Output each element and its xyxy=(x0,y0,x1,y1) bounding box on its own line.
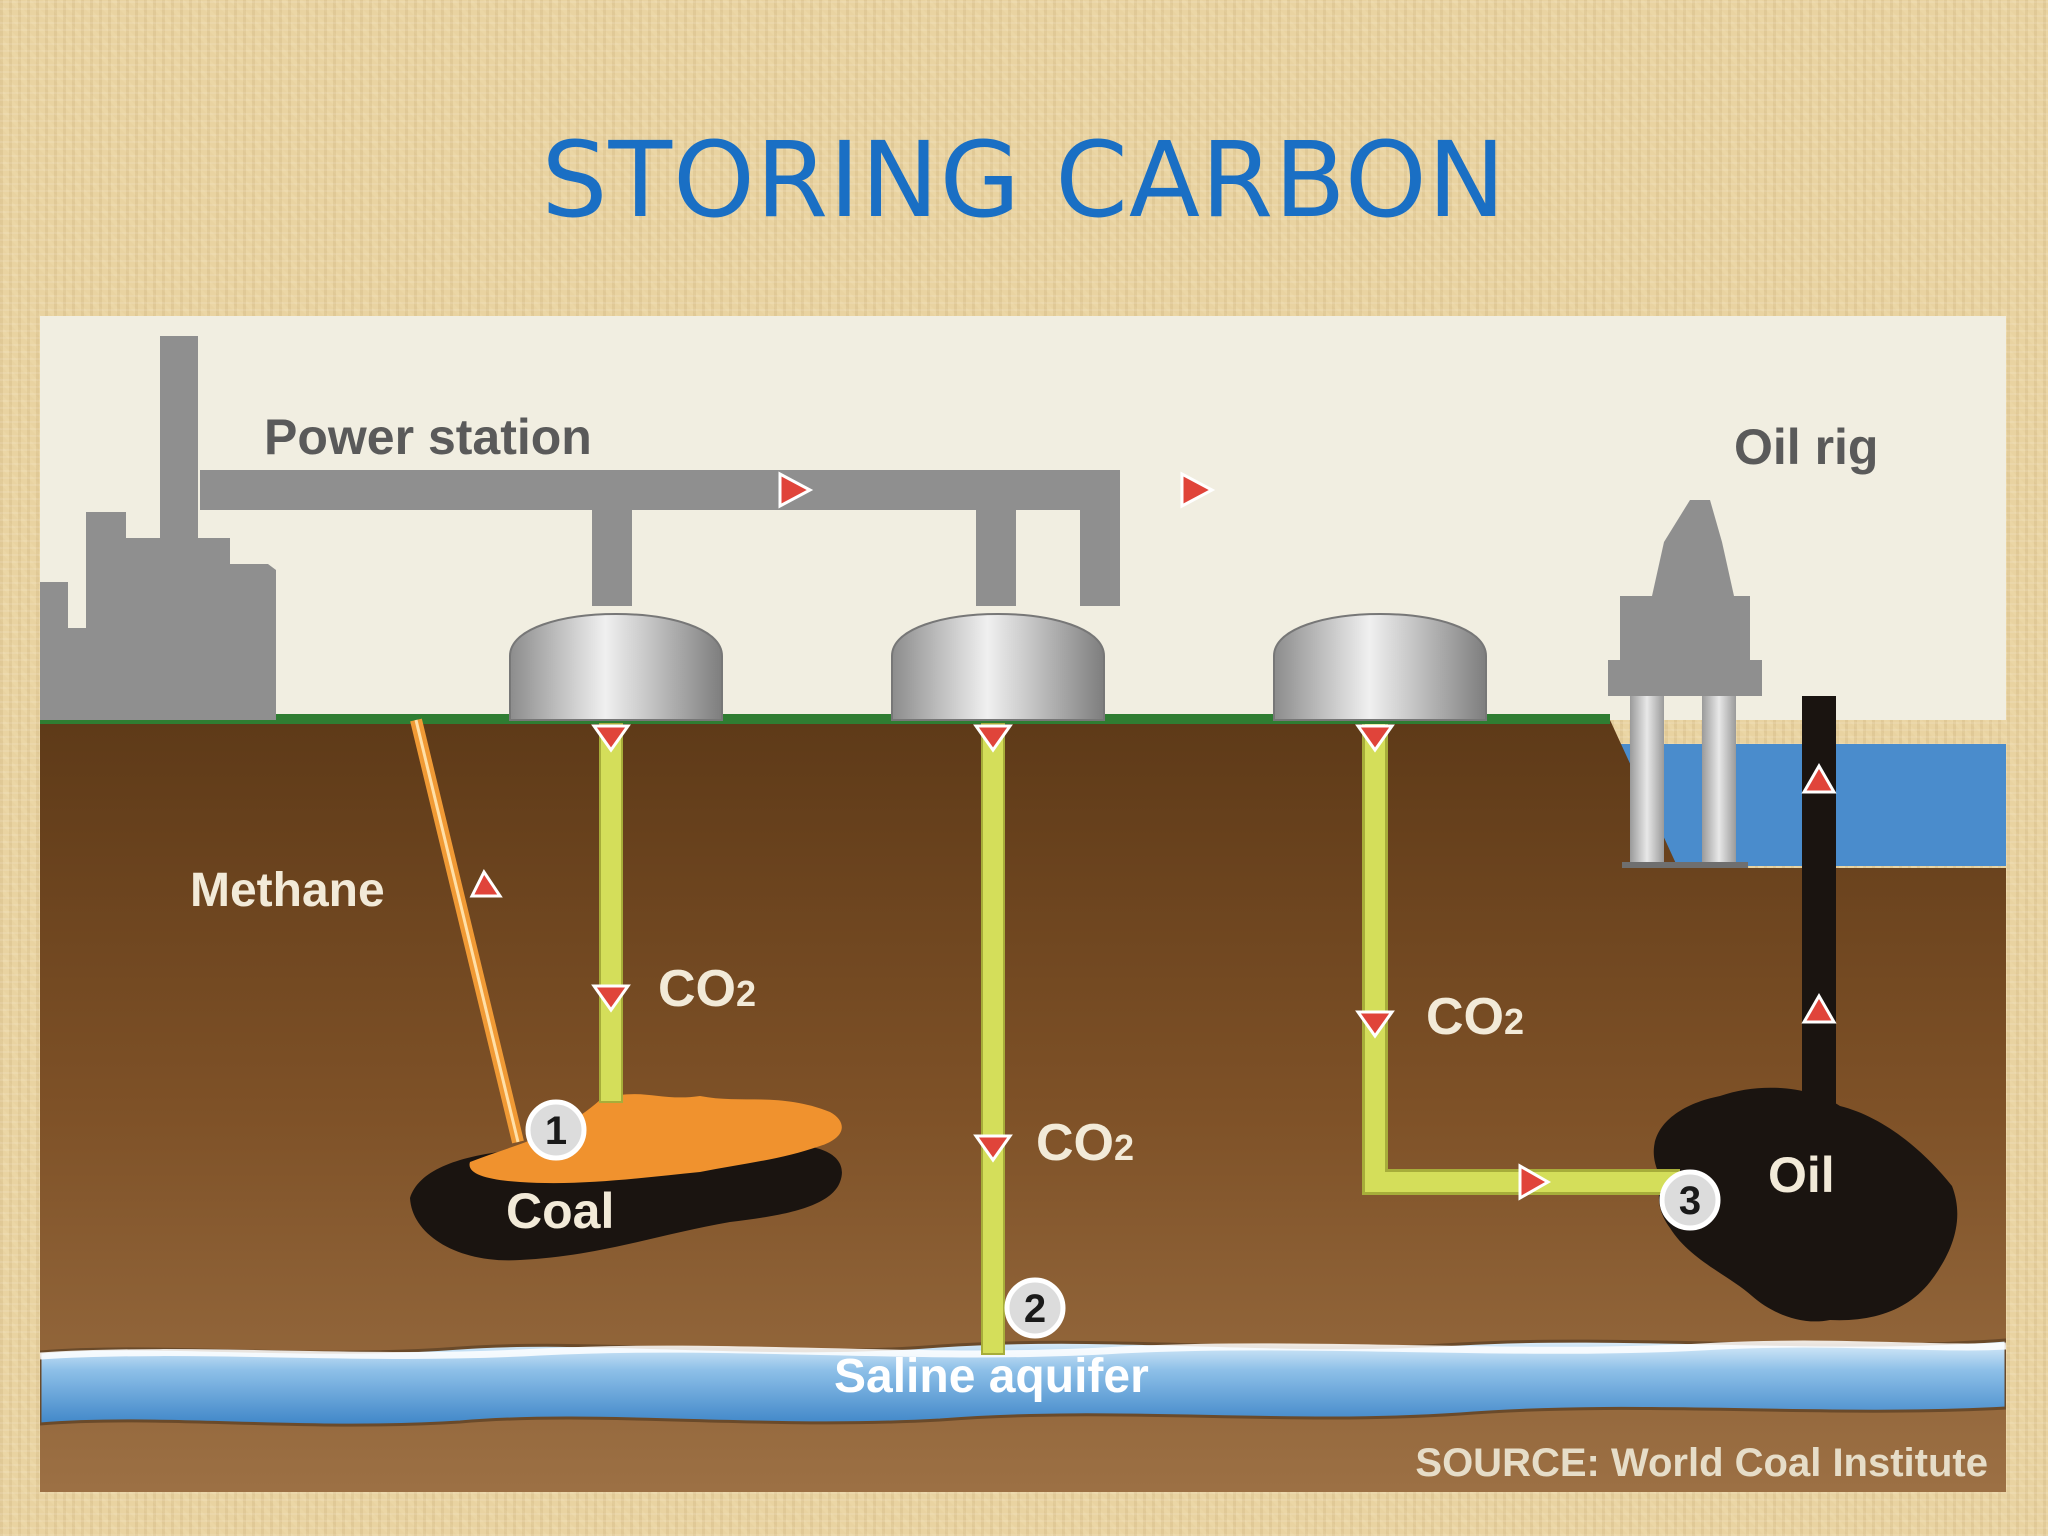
co2-label-2-text: CO xyxy=(1036,1114,1114,1172)
slide-title: STORING CARBON xyxy=(541,119,1507,241)
marker-3: 3 xyxy=(1659,1169,1721,1231)
marker-1: 1 xyxy=(525,1099,587,1161)
flow-arrow-right xyxy=(778,471,814,509)
flow-arrow-down xyxy=(973,724,1013,753)
source-label: SOURCE: World Coal Institute xyxy=(1415,1441,1988,1485)
co2-pipe-1 xyxy=(599,723,623,1103)
flow-arrow-down xyxy=(973,1134,1013,1163)
saline-aquifer-label: Saline aquifer xyxy=(834,1350,1149,1403)
power-station xyxy=(40,336,1120,720)
oil-reservoir xyxy=(1653,1087,1958,1322)
storage-tank-3 xyxy=(1273,613,1487,721)
co2-label-3-subscript: 2 xyxy=(1504,1001,1524,1042)
coal-label: Coal xyxy=(506,1183,614,1239)
power-station-label: Power station xyxy=(264,409,592,465)
co2-label-1-text: CO xyxy=(658,960,736,1018)
carbon-storage-diagram: 1 2 3 Power station Oil rig Methane CO2 … xyxy=(40,316,2006,1492)
co2-pipe-3-fill xyxy=(1365,724,1680,1192)
methane-label: Methane xyxy=(190,864,385,917)
marker-2: 2 xyxy=(1004,1277,1066,1339)
marker-1-number: 1 xyxy=(545,1109,567,1153)
flow-arrow-right xyxy=(1180,471,1216,509)
marker-3-number: 3 xyxy=(1679,1179,1701,1223)
grass-line xyxy=(40,714,1610,724)
oil-label: Oil xyxy=(1768,1147,1835,1203)
oil-rig xyxy=(1608,500,1762,868)
flow-arrow-right xyxy=(1518,1163,1552,1201)
co2-label-3-text: CO xyxy=(1426,988,1504,1046)
flow-arrow-up xyxy=(469,869,503,898)
flow-arrow-down xyxy=(1355,724,1395,753)
co2-label-2-subscript: 2 xyxy=(1114,1127,1134,1168)
flow-arrow-down xyxy=(1355,1010,1395,1039)
co2-label-1-subscript: 2 xyxy=(736,973,756,1014)
co2-label-1: CO2 xyxy=(658,960,756,1018)
co2-pipe-2 xyxy=(981,723,1005,1355)
flow-arrow-down xyxy=(591,724,631,753)
co2-label-2: CO2 xyxy=(1036,1114,1134,1172)
storage-tank-1 xyxy=(509,613,723,721)
storage-tank-2 xyxy=(891,613,1105,721)
coal-methane-zone xyxy=(469,1094,842,1184)
co2-label-3: CO2 xyxy=(1426,988,1524,1046)
flow-arrow-down xyxy=(591,984,631,1013)
marker-2-number: 2 xyxy=(1024,1287,1046,1331)
ground xyxy=(40,720,2006,1492)
oil-pipe xyxy=(1802,696,1836,1126)
flow-arrow-up xyxy=(1801,762,1837,794)
flow-arrow-up xyxy=(1801,992,1837,1024)
oil-rig-label: Oil rig xyxy=(1734,419,1878,475)
aquifer-foam xyxy=(40,1340,2006,1360)
methane-pipe-highlight xyxy=(414,719,520,1143)
